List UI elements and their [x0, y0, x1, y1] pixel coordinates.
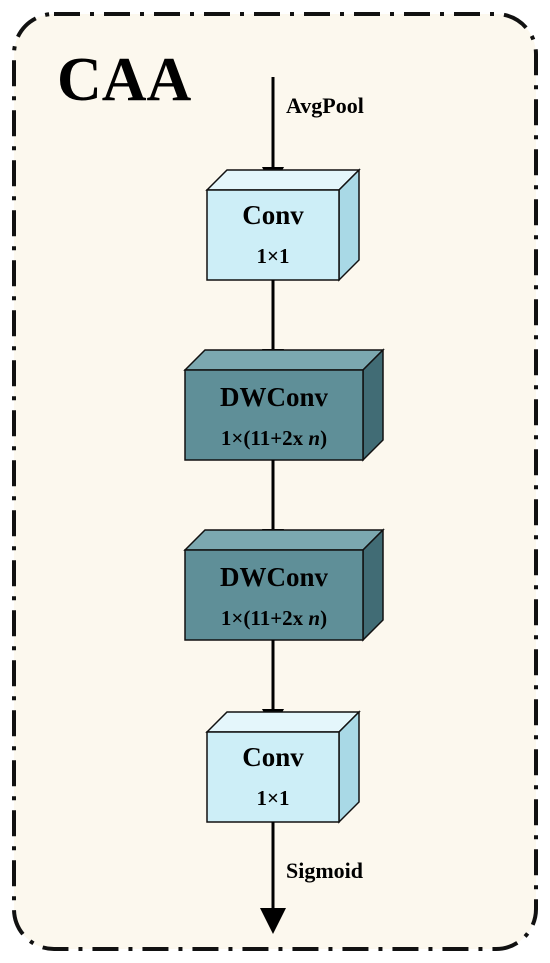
- conv-block-2-kernel: 1×1: [257, 786, 290, 810]
- conv-block-1-kernel: 1×1: [257, 244, 290, 268]
- dwconv-block-2: DWConv 1×(11+2x n): [183, 528, 385, 642]
- conv-block-1-side: [338, 168, 360, 282]
- dwconv-block-2-kernel-suffix: ): [320, 606, 327, 630]
- dwconv-block-2-front: [184, 549, 364, 641]
- conv-block-1-name: Conv: [242, 200, 304, 230]
- dwconv-block-2-kernel: 1×(11+2x n): [221, 606, 327, 630]
- conv-block-1: Conv 1×1: [205, 168, 361, 282]
- output-arrowhead: [260, 908, 286, 934]
- conv-block-2: Conv 1×1: [205, 710, 361, 824]
- conv-block-1-front: [206, 189, 340, 281]
- dwconv-block-1-side: [362, 348, 384, 462]
- dwconv-block-1-kernel-suffix: ): [320, 426, 327, 450]
- dwconv-block-1: DWConv 1×(11+2x n): [183, 348, 385, 462]
- conv-block-2-side: [338, 710, 360, 824]
- dwconv-block-1-top: [183, 349, 385, 371]
- panel-title: CAA: [57, 46, 192, 114]
- dwconv-block-2-kernel-prefix: 1×(11+2x: [221, 606, 309, 630]
- dwconv-block-1-kernel-var: n: [308, 426, 320, 450]
- conv-block-2-front: [206, 731, 340, 823]
- dwconv-block-1-front: [184, 369, 364, 461]
- caa-panel: [12, 12, 538, 951]
- dwconv-block-2-kernel-var: n: [308, 606, 320, 630]
- conv-block-2-name: Conv: [242, 742, 304, 772]
- input-label: AvgPool: [286, 93, 364, 118]
- dwconv-block-1-kernel: 1×(11+2x n): [221, 426, 327, 450]
- dwconv-block-1-name: DWConv: [220, 382, 329, 412]
- conv-block-1-top: [205, 169, 361, 191]
- dwconv-block-1-kernel-prefix: 1×(11+2x: [221, 426, 309, 450]
- conv-block-2-top: [205, 711, 361, 733]
- output-label: Sigmoid: [286, 858, 363, 883]
- dwconv-block-2-name: DWConv: [220, 562, 329, 592]
- dwconv-block-2-top: [183, 529, 385, 551]
- dwconv-block-2-side: [362, 528, 384, 642]
